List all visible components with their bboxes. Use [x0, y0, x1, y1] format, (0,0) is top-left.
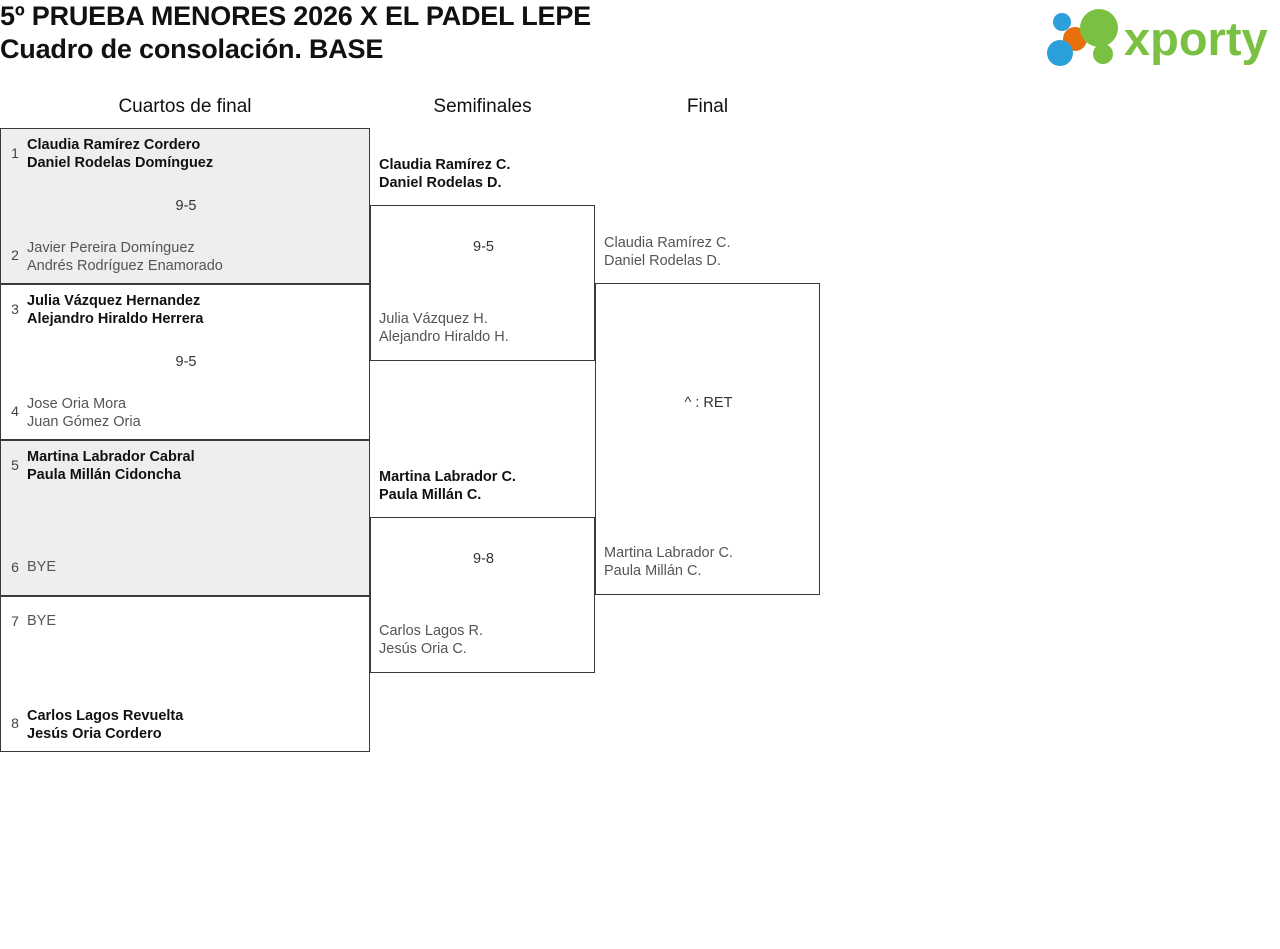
player-name: Jesús Oria C. — [379, 641, 467, 657]
team-entry: Claudia Ramírez C. Daniel Rodelas D. — [604, 234, 819, 270]
player-name: Jesús Oria Cordero — [27, 726, 162, 742]
team-entry: Julia Vázquez Hernandez Alejandro Hirald… — [27, 292, 357, 328]
player-name: Carlos Lagos Revuelta — [27, 708, 184, 724]
match-sf-1[interactable]: Claudia Ramírez C. Daniel Rodelas D. 9-5… — [370, 157, 595, 361]
team-entry: Martina Labrador Cabral Paula Millán Cid… — [27, 448, 357, 484]
player-name: Paula Millán Cidoncha — [27, 467, 181, 483]
team-entry: Jose Oria Mora Juan Gómez Oria — [27, 395, 357, 431]
bracket-container: 1 Claudia Ramírez Cordero Daniel Rodelas… — [0, 128, 830, 759]
player-name: Alejandro Hiraldo H. — [379, 329, 509, 345]
team-entry: Javier Pereira Domínguez Andrés Rodrígue… — [27, 239, 357, 275]
player-name: Andrés Rodríguez Enamorado — [27, 258, 223, 274]
team-entry-bye: BYE — [27, 559, 357, 575]
team-entry: Carlos Lagos R. Jesús Oria C. — [379, 622, 594, 658]
player-name: Paula Millán C. — [379, 487, 482, 503]
player-name: Martina Labrador Cabral — [27, 449, 195, 465]
team-entry: Carlos Lagos Revuelta Jesús Oria Cordero — [27, 707, 357, 743]
team-entry: Claudia Ramírez Cordero Daniel Rodelas D… — [27, 136, 357, 172]
seed-number: 4 — [11, 403, 19, 419]
player-name: Claudia Ramírez C. — [379, 157, 511, 173]
logo-dot-green-small — [1093, 44, 1113, 64]
seed-number: 1 — [11, 145, 19, 161]
team-entry: Martina Labrador C. Paula Millán C. — [604, 544, 819, 580]
player-name: Daniel Rodelas Domínguez — [27, 155, 214, 171]
player-name: Julia Vázquez Hernandez — [27, 293, 201, 309]
bye-label: BYE — [27, 613, 57, 629]
page-title: 5º PRUEBA MENORES 2026 X EL PADEL LEPE C… — [0, 0, 900, 66]
player-name: Carlos Lagos R. — [379, 623, 483, 639]
player-name: Martina Labrador C. — [604, 545, 733, 561]
player-name: Claudia Ramírez C. — [604, 235, 731, 251]
match-score: 9-5 — [175, 198, 197, 214]
match-r1-4[interactable]: 7 BYE 8 Carlos Lagos Revuelta Jesús Oria… — [0, 596, 370, 752]
round-header-quarterfinals: Cuartos de final — [118, 96, 252, 117]
seed-number: 7 — [11, 613, 19, 629]
match-score: 9-5 — [175, 354, 197, 370]
tournament-name: 5º PRUEBA MENORES 2026 X EL PADEL LEPE — [0, 1, 591, 31]
logo-dot-green-large — [1080, 9, 1118, 47]
logo-dot-blue-large — [1047, 40, 1073, 66]
match-score: 9-8 — [473, 551, 494, 567]
logo-wordmark: xporty — [1124, 12, 1268, 65]
round-header-semifinals: Semifinales — [433, 96, 532, 117]
match-final[interactable]: Claudia Ramírez C. Daniel Rodelas D. ^ :… — [595, 235, 820, 595]
player-name: Julia Vázquez H. — [379, 311, 488, 327]
player-name: Alejandro Hiraldo Herrera — [27, 311, 204, 327]
player-name: Juan Gómez Oria — [27, 414, 141, 430]
player-name: Daniel Rodelas D. — [604, 253, 721, 269]
logo-dot-blue-small — [1053, 13, 1071, 31]
match-r1-3[interactable]: 5 Martina Labrador Cabral Paula Millán C… — [0, 440, 370, 596]
player-name: Martina Labrador C. — [379, 469, 516, 485]
match-score: 9-5 — [473, 239, 494, 255]
team-entry-bye: BYE — [27, 613, 357, 629]
bracket-subtitle: Cuadro de consolación. BASE — [0, 34, 384, 64]
player-name: Paula Millán C. — [604, 563, 702, 579]
xporty-logo: xporty — [1044, 6, 1274, 68]
team-entry: Claudia Ramírez C. Daniel Rodelas D. — [379, 156, 594, 192]
seed-number: 6 — [11, 559, 19, 575]
match-sf-2[interactable]: Martina Labrador C. Paula Millán C. 9-8 … — [370, 469, 595, 673]
bye-label: BYE — [27, 559, 57, 575]
match-r1-1[interactable]: 1 Claudia Ramírez Cordero Daniel Rodelas… — [0, 128, 370, 284]
round-header-final: Final — [686, 96, 729, 117]
team-entry: Martina Labrador C. Paula Millán C. — [379, 468, 594, 504]
match-r1-2[interactable]: 3 Julia Vázquez Hernandez Alejandro Hira… — [0, 284, 370, 440]
team-entry: Julia Vázquez H. Alejandro Hiraldo H. — [379, 310, 594, 346]
seed-number: 5 — [11, 457, 19, 473]
player-name: Daniel Rodelas D. — [379, 175, 502, 191]
match-score: ^ : RET — [684, 395, 733, 411]
player-name: Claudia Ramírez Cordero — [27, 137, 201, 153]
seed-number: 2 — [11, 247, 19, 263]
seed-number: 3 — [11, 301, 19, 317]
player-name: Javier Pereira Domínguez — [27, 240, 195, 256]
player-name: Jose Oria Mora — [27, 396, 127, 412]
seed-number: 8 — [11, 715, 19, 731]
